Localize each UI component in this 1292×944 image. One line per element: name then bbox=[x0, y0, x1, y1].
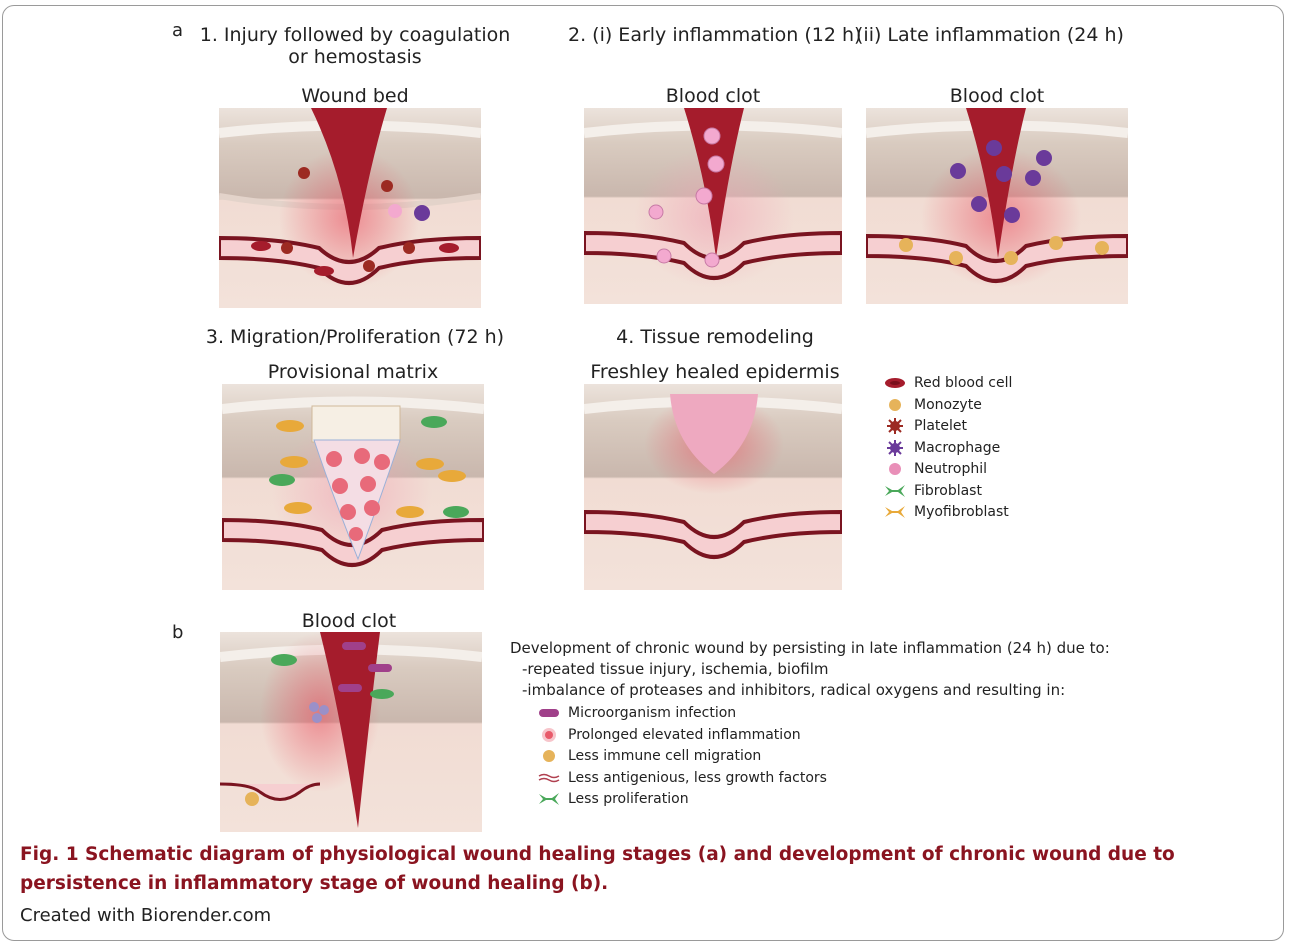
neutrophil-icon bbox=[884, 461, 906, 477]
legend-label: Fibroblast bbox=[914, 483, 982, 499]
chronic-wound-illustration bbox=[220, 632, 482, 832]
result-item: Prolonged elevated inflammation bbox=[538, 725, 801, 745]
result-label: Less antigenious, less growth factors bbox=[568, 770, 827, 786]
macrophage-icon bbox=[884, 440, 906, 456]
immune-cell-icon bbox=[245, 792, 259, 806]
fibroblast-icon bbox=[538, 791, 560, 807]
stage2-title: 2. (i) Early inflammation (12 h) bbox=[568, 24, 861, 46]
stage1-wound-bed-illustration bbox=[219, 108, 481, 308]
stage1-title-line1: 1. Injury followed by coagulation bbox=[190, 24, 520, 46]
legend-item: Monozyte bbox=[884, 395, 982, 415]
result-item: Less proliferation bbox=[538, 789, 689, 809]
stage2b-late-inflammation-illustration bbox=[866, 108, 1128, 304]
microorganism-icon bbox=[538, 705, 560, 721]
monocyte-icon bbox=[884, 397, 906, 413]
stage4-subtitle: Freshley healed epidermis bbox=[575, 361, 855, 383]
legend-item: Fibroblast bbox=[884, 481, 982, 501]
panel-b-letter: b bbox=[172, 622, 183, 643]
stage1-title: 1. Injury followed by coagulation or hem… bbox=[190, 24, 520, 68]
neutrophil-icon bbox=[388, 204, 402, 218]
macrophage-icon bbox=[414, 205, 430, 221]
legend-label: Myofibroblast bbox=[914, 504, 1009, 520]
immune-cell-icon bbox=[538, 748, 560, 764]
legend-label: Monozyte bbox=[914, 397, 982, 413]
cause-2: -imbalance of proteases and inhibitors, … bbox=[522, 680, 1065, 701]
stage1-subtitle: Wound bed bbox=[220, 85, 490, 107]
platelet-icon bbox=[884, 418, 906, 434]
figure-caption: Fig. 1 Schematic diagram of physiologica… bbox=[20, 840, 1282, 898]
legend-item: Macrophage bbox=[884, 438, 1000, 458]
red-blood-cell-icon bbox=[884, 375, 906, 391]
legend-label: Macrophage bbox=[914, 440, 1000, 456]
fibroblast-icon bbox=[884, 483, 906, 499]
provisional-matrix bbox=[312, 406, 400, 442]
result-item: Less immune cell migration bbox=[538, 746, 761, 766]
vessel-icon bbox=[538, 770, 560, 786]
legend-item: Myofibroblast bbox=[884, 502, 1009, 522]
result-label: Microorganism infection bbox=[568, 705, 736, 721]
panel-a-letter: a bbox=[172, 20, 183, 41]
legend-item: Platelet bbox=[884, 416, 967, 436]
inflammation-icon bbox=[538, 727, 560, 743]
result-item: Less antigenious, less growth factors bbox=[538, 768, 827, 788]
cause-1: -repeated tissue injury, ischemia, biofi… bbox=[522, 659, 829, 680]
figure-credit: Created with Biorender.com bbox=[20, 905, 271, 926]
result-label: Less proliferation bbox=[568, 791, 689, 807]
legend-label: Platelet bbox=[914, 418, 967, 434]
stage3-title: 3. Migration/Proliferation (72 h) bbox=[185, 326, 525, 348]
legend-item: Red blood cell bbox=[884, 373, 1012, 393]
stage4-title: 4. Tissue remodeling bbox=[580, 326, 850, 348]
stage2-subtitle: Blood clot bbox=[584, 85, 842, 107]
result-item: Microorganism infection bbox=[538, 703, 736, 723]
panel-b-subtitle: Blood clot bbox=[218, 610, 480, 632]
stage3-subtitle: Provisional matrix bbox=[222, 361, 484, 383]
result-label: Prolonged elevated inflammation bbox=[568, 727, 801, 743]
result-label: Less immune cell migration bbox=[568, 748, 761, 764]
myofibroblast-icon bbox=[884, 504, 906, 520]
chronic-wound-description: Development of chronic wound by persisti… bbox=[510, 638, 1110, 659]
legend-item: Neutrophil bbox=[884, 459, 987, 479]
stage4-remodeling-illustration bbox=[584, 384, 842, 590]
legend-label: Neutrophil bbox=[914, 461, 987, 477]
stage2-early-inflammation-illustration bbox=[584, 108, 842, 304]
stage2b-subtitle: Blood clot bbox=[866, 85, 1128, 107]
stage2b-title: (ii) Late inflammation (24 h) bbox=[856, 24, 1124, 46]
legend-label: Red blood cell bbox=[914, 375, 1012, 391]
stage3-proliferation-illustration bbox=[222, 384, 484, 590]
stage1-title-line2: or hemostasis bbox=[190, 46, 520, 68]
